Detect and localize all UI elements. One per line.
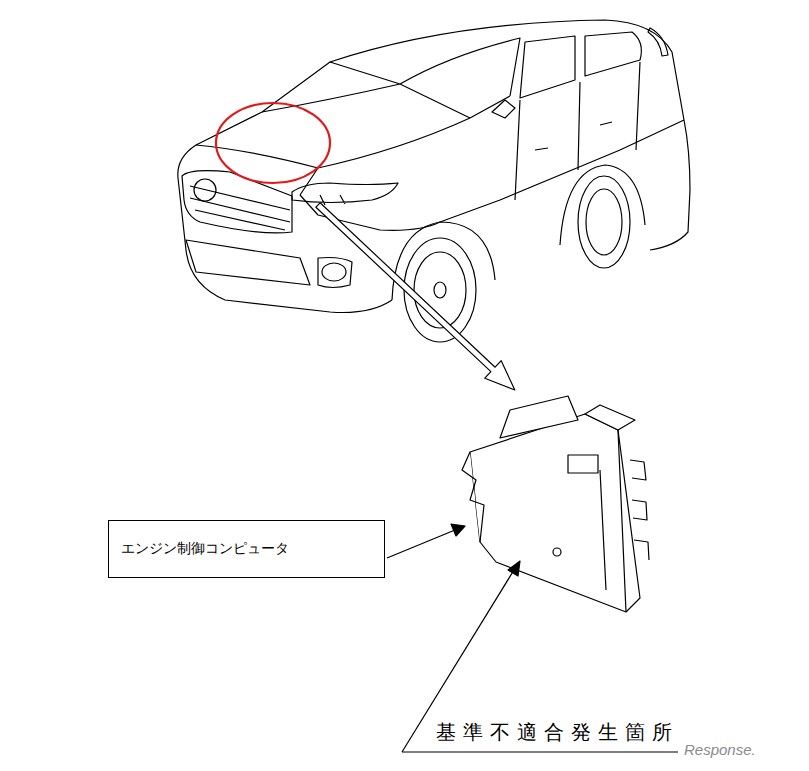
- location-marker: [216, 103, 330, 183]
- car-wheel: [586, 189, 622, 255]
- car-wheel-arch: [392, 165, 645, 300]
- car-door: [515, 62, 640, 200]
- label-box: エンジン制御コンピュータ: [108, 520, 385, 578]
- arrowhead: [508, 561, 520, 576]
- arrowhead: [451, 524, 465, 536]
- car-bumper: [186, 240, 352, 288]
- car-mirror: [492, 100, 515, 118]
- callout-text: 基準不適合発生箇所: [436, 719, 679, 746]
- car-window: [520, 28, 668, 98]
- car-grille: [182, 171, 292, 233]
- car-body: [178, 20, 690, 313]
- car-headlight: [292, 183, 398, 205]
- car-wheel: [404, 238, 476, 342]
- car-foglamp: [322, 263, 346, 281]
- car-wheel: [434, 282, 446, 298]
- car-wheel: [578, 176, 630, 268]
- watermark: Response.: [684, 741, 756, 758]
- box-text: エンジン制御コンピュータ: [109, 540, 289, 558]
- ecu-illustration: [462, 396, 649, 612]
- leader-line: [387, 530, 455, 558]
- hollow-arrow: [316, 203, 515, 390]
- car-hood: [196, 38, 520, 195]
- car-emblem: [194, 179, 216, 201]
- underline: [402, 751, 678, 752]
